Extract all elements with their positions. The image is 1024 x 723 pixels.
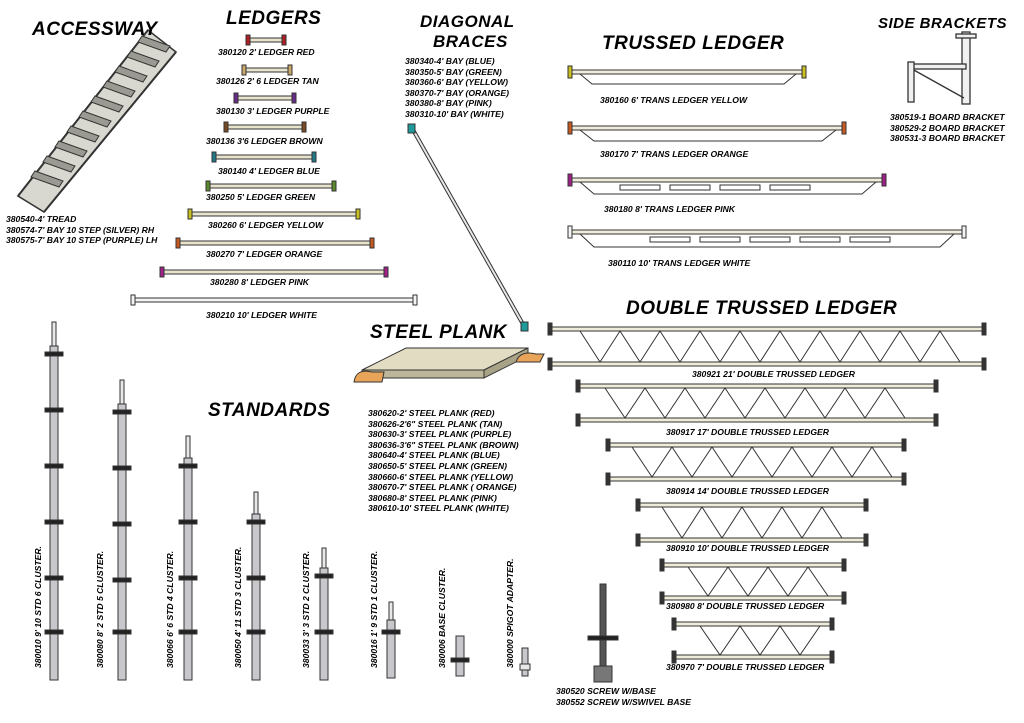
- double-trussed-label: 380980 8' DOUBLE TRUSSED LEDGER: [666, 601, 825, 611]
- trussed-ledger-label: 380170 7' TRANS LEDGER ORANGE: [600, 149, 749, 159]
- ledgers-title: LEDGERS: [226, 8, 322, 29]
- accessway-stair: [16, 28, 178, 213]
- double-trussed-label: 380921 21' DOUBLE TRUSSED LEDGER: [692, 369, 855, 379]
- standard-label: 380033 3' 3 STD 2 CLUSTER.: [301, 550, 311, 668]
- ledger-bars: [130, 34, 418, 306]
- brace-item: 380310-10' BAY (WHITE): [405, 108, 504, 119]
- bracket-item: 380531-3 BOARD BRACKET: [890, 133, 1005, 144]
- standard-label: 380066 6' 6 STD 4 CLUSTER.: [165, 550, 175, 668]
- brace-item: 380350-5' BAY (GREEN): [405, 66, 502, 77]
- brace-item: 380360-6' BAY (YELLOW): [405, 77, 508, 88]
- steel-plank-title: STEEL PLANK: [370, 322, 508, 343]
- diagonal-braces-title-line2: BRACES: [433, 32, 508, 51]
- side-bracket: [907, 31, 977, 105]
- double-trussed-ledgers: [547, 322, 987, 664]
- double-trussed-label: 380910 10' DOUBLE TRUSSED LEDGER: [666, 543, 829, 553]
- standard-label: 380006 BASE CLUSTER.: [437, 567, 447, 668]
- ledger-label: 380210 10' LEDGER WHITE: [206, 310, 317, 320]
- diagonal-braces-title-line1: DIAGONAL: [420, 12, 515, 31]
- ledger-label: 380250 5' LEDGER GREEN: [206, 192, 316, 202]
- steel-plank-shape: [353, 347, 545, 383]
- accessway-item: 380540-4' TREAD: [6, 214, 77, 224]
- plank-item: 380636-3'6" STEEL PLANK (BROWN): [368, 439, 519, 450]
- diagonal-brace: [407, 123, 529, 332]
- plank-item: 380640-4' STEEL PLANK (BLUE): [368, 450, 500, 461]
- ledger-label: 380126 2' 6 LEDGER TAN: [216, 76, 319, 86]
- brace-item: 380380-8' BAY (PINK): [405, 98, 492, 109]
- trussed-ledgers: [567, 65, 967, 248]
- diagonal-braces-list: 380340-4' BAY (BLUE) 380350-5' BAY (GREE…: [405, 56, 509, 120]
- accessway-title: ACCESSWAY: [32, 19, 158, 40]
- side-brackets-title: SIDE BRACKETS: [878, 15, 1008, 32]
- ledger-label: 380120 2' LEDGER RED: [218, 47, 315, 57]
- bracket-item: 380519-1 BOARD BRACKET: [890, 112, 1005, 122]
- standards-title: STANDARDS: [208, 400, 331, 421]
- trussed-ledger-label: 380160 6' TRANS LEDGER YELLOW: [600, 95, 748, 105]
- standard-label: 380050 4' 11 STD 3 CLUSTER.: [233, 546, 243, 668]
- brace-item: 380340-4' BAY (BLUE): [405, 56, 495, 66]
- ledger-label: 380270 7' LEDGER ORANGE: [206, 249, 323, 259]
- brace-item: 380370-7' BAY (ORANGE): [405, 87, 509, 98]
- accessway-list: 380540-4' TREAD 380574-7' BAY 10 STEP (S…: [6, 214, 157, 246]
- plank-item: 380680-8' STEEL PLANK (PINK): [368, 492, 497, 503]
- bracket-item: 380529-2 BOARD BRACKET: [890, 122, 1005, 133]
- ledger-label: 380260 6' LEDGER YELLOW: [208, 220, 324, 230]
- steel-plank-list: 380620-2' STEEL PLANK (RED) 380626-2'6" …: [368, 408, 519, 514]
- plank-item: 380660-6' STEEL PLANK (YELLOW): [368, 471, 514, 482]
- screw-jack: [587, 583, 619, 683]
- plank-item: 380620-2' STEEL PLANK (RED): [368, 408, 495, 418]
- ledger-label: 380130 3' LEDGER PURPLE: [216, 106, 330, 116]
- accessway-item: 380575-7' BAY 10 STEP (PURPLE) LH: [6, 235, 158, 246]
- double-trussed-ledger-title: DOUBLE TRUSSED LEDGER: [626, 298, 898, 319]
- plank-item: 380670-7' STEEL PLANK ( ORANGE): [368, 482, 517, 493]
- screw-item: 380552 SCREW W/SWIVEL BASE: [556, 696, 691, 707]
- plank-item: 380650-5' STEEL PLANK (GREEN): [368, 460, 507, 471]
- trussed-ledger-title: TRUSSED LEDGER: [602, 33, 785, 54]
- ledger-label: 380136 3'6 LEDGER BROWN: [206, 136, 323, 146]
- double-trussed-label: 380917 17' DOUBLE TRUSSED LEDGER: [666, 427, 829, 437]
- standard-label: 380016 1' 9 STD 1 CLUSTER.: [369, 550, 379, 668]
- accessway-item: 380574-7' BAY 10 STEP (SILVER) RH: [6, 224, 155, 235]
- double-trussed-label: 380914 14' DOUBLE TRUSSED LEDGER: [666, 486, 829, 496]
- plank-item: 380626-2'6" STEEL PLANK (TAN): [368, 418, 503, 429]
- standard-label: 380000 SPIGOT ADAPTER.: [505, 558, 515, 668]
- plank-item: 380610-10' STEEL PLANK (WHITE): [368, 503, 509, 514]
- ledger-label: 380280 8' LEDGER PINK: [210, 277, 310, 287]
- standard-label: 380080 8' 2 STD 5 CLUSTER.: [95, 550, 105, 668]
- standards-poles: [44, 321, 531, 681]
- screw-item: 380520 SCREW W/BASE: [556, 686, 656, 696]
- plank-item: 380630-3' STEEL PLANK (PURPLE): [368, 429, 512, 440]
- ledger-label: 380140 4' LEDGER BLUE: [218, 166, 320, 176]
- double-trussed-label: 380970 7' DOUBLE TRUSSED LEDGER: [666, 662, 825, 672]
- trussed-ledger-label: 380110 10' TRANS LEDGER WHITE: [608, 258, 751, 268]
- standard-label: 380010 9' 10 STD 6 CLUSTER.: [33, 546, 43, 668]
- screw-list: 380520 SCREW W/BASE 380552 SCREW W/SWIVE…: [556, 686, 691, 707]
- trussed-ledger-label: 380180 8' TRANS LEDGER PINK: [604, 204, 735, 214]
- side-brackets-list: 380519-1 BOARD BRACKET 380529-2 BOARD BR…: [890, 112, 1005, 144]
